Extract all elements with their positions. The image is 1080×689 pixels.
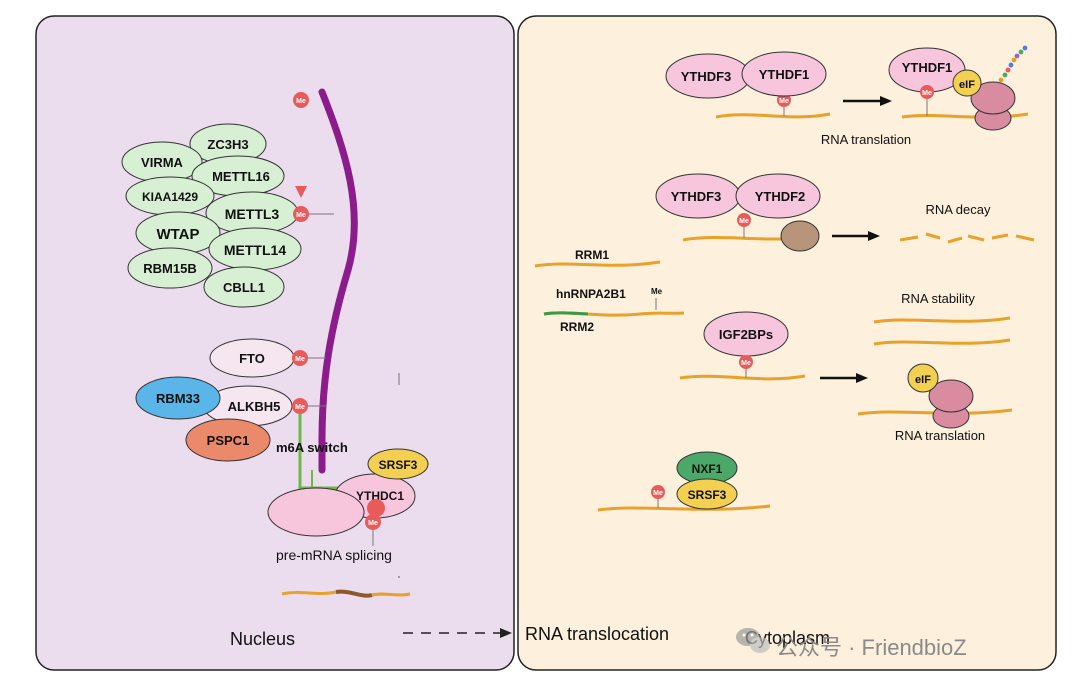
label-igf2bps: IGF2BPs <box>719 327 773 342</box>
svg-text:Me: Me <box>295 356 305 363</box>
eraser-rbm33 <box>135 376 221 420</box>
svg-text:Me: Me <box>368 520 378 527</box>
label-ythdf1-b: YTHDF1 <box>902 60 953 75</box>
svg-text:Me: Me <box>295 404 305 411</box>
peptide-chain <box>998 45 1028 83</box>
svg-text:Me: Me <box>653 490 663 497</box>
translocation-arrowhead <box>500 628 512 638</box>
purple-rna-strand <box>318 88 358 474</box>
hnrnp-group: RRM1 hnRNPA2B1 Me RRM2 <box>534 248 685 334</box>
ythdc1-red-dot <box>367 499 385 517</box>
writer-label-cbll1: CBLL1 <box>223 280 265 295</box>
eraser-pspc1 <box>185 418 271 462</box>
writer-rbm15b <box>127 247 213 289</box>
label-rrm2: RRM2 <box>560 320 594 334</box>
decay-arrowhead <box>868 231 880 241</box>
translation-label-2: RNA translation <box>895 428 985 443</box>
translation-label-1: RNA translation <box>821 132 911 147</box>
writer-label-mettl14: METTL14 <box>224 242 286 258</box>
label-eif-1: eIF <box>959 79 975 91</box>
ribosome-large-1 <box>970 81 1016 115</box>
watermark-text: 公众号 · FriendbioZ <box>776 635 967 660</box>
switch-green-line <box>298 414 340 490</box>
stability-label: RNA stability <box>901 291 975 306</box>
label-ythdf3-a: YTHDF3 <box>681 69 732 84</box>
translation-product-2: eIF <box>857 363 1013 429</box>
export-group: Me NXF1 SRSF3 <box>597 451 771 512</box>
tiny-dot <box>398 576 400 578</box>
eraser-fto: FTO Me <box>209 338 326 378</box>
writer-complex: ZC3H3 VIRMA METTL16 KIAA1429 METTL3 WTAP… <box>121 123 302 308</box>
writer-cbll1 <box>203 266 285 308</box>
svg-text:Me: Me <box>741 360 751 367</box>
methyl-mark-top: Me <box>293 92 309 108</box>
translation-arrowhead <box>880 96 892 106</box>
label-ythdf1-a: YTHDF1 <box>759 67 810 82</box>
eraser-label-pspc1: PSPC1 <box>207 433 250 448</box>
wechat-icon <box>736 628 770 653</box>
eif-1 <box>952 69 982 97</box>
stability-group: IGF2BPs Me <box>679 311 806 381</box>
decay-label: RNA decay <box>925 202 991 217</box>
svg-text:Me: Me <box>296 98 306 105</box>
label-ythdf3-b: YTHDF3 <box>671 189 722 204</box>
label-hnrnpa2b1: hnRNPA2B1 <box>556 287 626 301</box>
label-ythdf2: YTHDF2 <box>755 189 806 204</box>
translation-product: Me YTHDF1 eIF <box>888 45 1029 131</box>
eraser-label-rbm33: RBM33 <box>156 391 200 406</box>
cytoplasm-panel <box>517 15 1057 671</box>
splicing-label: pre-mRNA splicing <box>276 547 392 563</box>
nucleus-label: Nucleus <box>230 629 295 649</box>
watermark: 公众号 · FriendbioZ <box>736 628 967 660</box>
splicing-complex: SRSF3 YTHDC1 Me <box>267 448 429 546</box>
svg-text:Me: Me <box>739 218 749 225</box>
reader-ythdf1-a <box>741 51 827 97</box>
ythdc1-label: YTHDC1 <box>356 489 404 503</box>
translation-group: Me YTHDF3 YTHDF1 <box>665 51 831 119</box>
srsf3-nucleus-label: SRSF3 <box>379 458 418 472</box>
svg-text:Me: Me <box>922 90 932 97</box>
writer-label-mettl16: METTL16 <box>212 169 270 184</box>
svg-text:Me: Me <box>779 98 789 105</box>
reader-ythdf2 <box>735 173 821 219</box>
stable-rna <box>873 316 1011 346</box>
srsf3-cytoplasm <box>676 478 738 510</box>
writer-label-virma: VIRMA <box>141 155 184 170</box>
writer-label-zc3h3: ZC3H3 <box>207 137 248 152</box>
writer-label-kiaa1429: KIAA1429 <box>142 190 198 204</box>
methyl-mark-mettl3: Me <box>293 206 334 222</box>
decayed-rna-fragments <box>899 232 1035 244</box>
spliceosome-blob <box>267 487 365 537</box>
writer-label-wtap: WTAP <box>156 226 199 243</box>
label-rrm1: RRM1 <box>575 248 609 262</box>
eraser-label-alkbh5: ALKBH5 <box>228 399 281 414</box>
eraser-alkbh5-complex: RBM33 ALKBH5 PSPC1 Me <box>135 376 326 462</box>
writer-label-rbm15b: RBM15B <box>143 261 196 276</box>
ribosome-large-2 <box>928 379 974 413</box>
translocation-label: RNA translocation <box>525 624 669 644</box>
writer-label-mettl3: METTL3 <box>225 206 280 222</box>
eif-2 <box>907 363 939 393</box>
decay-enzyme <box>780 220 820 252</box>
m6a-switch-label: m6A switch <box>276 440 348 455</box>
label-eif-2: eIF <box>915 374 931 386</box>
eraser-label-fto: FTO <box>239 351 265 366</box>
label-me-hnrnp: Me <box>651 287 663 296</box>
pre-mrna <box>281 589 411 598</box>
label-nxf1: NXF1 <box>692 462 723 476</box>
stability-arrowhead <box>856 373 868 383</box>
srsf3-nucleus <box>367 448 429 480</box>
methylation-arrowhead <box>295 186 307 198</box>
decay-group: YTHDF3 YTHDF2 Me <box>655 173 821 252</box>
svg-text:Me: Me <box>296 212 306 219</box>
label-srsf3-cytoplasm: SRSF3 <box>688 488 727 502</box>
